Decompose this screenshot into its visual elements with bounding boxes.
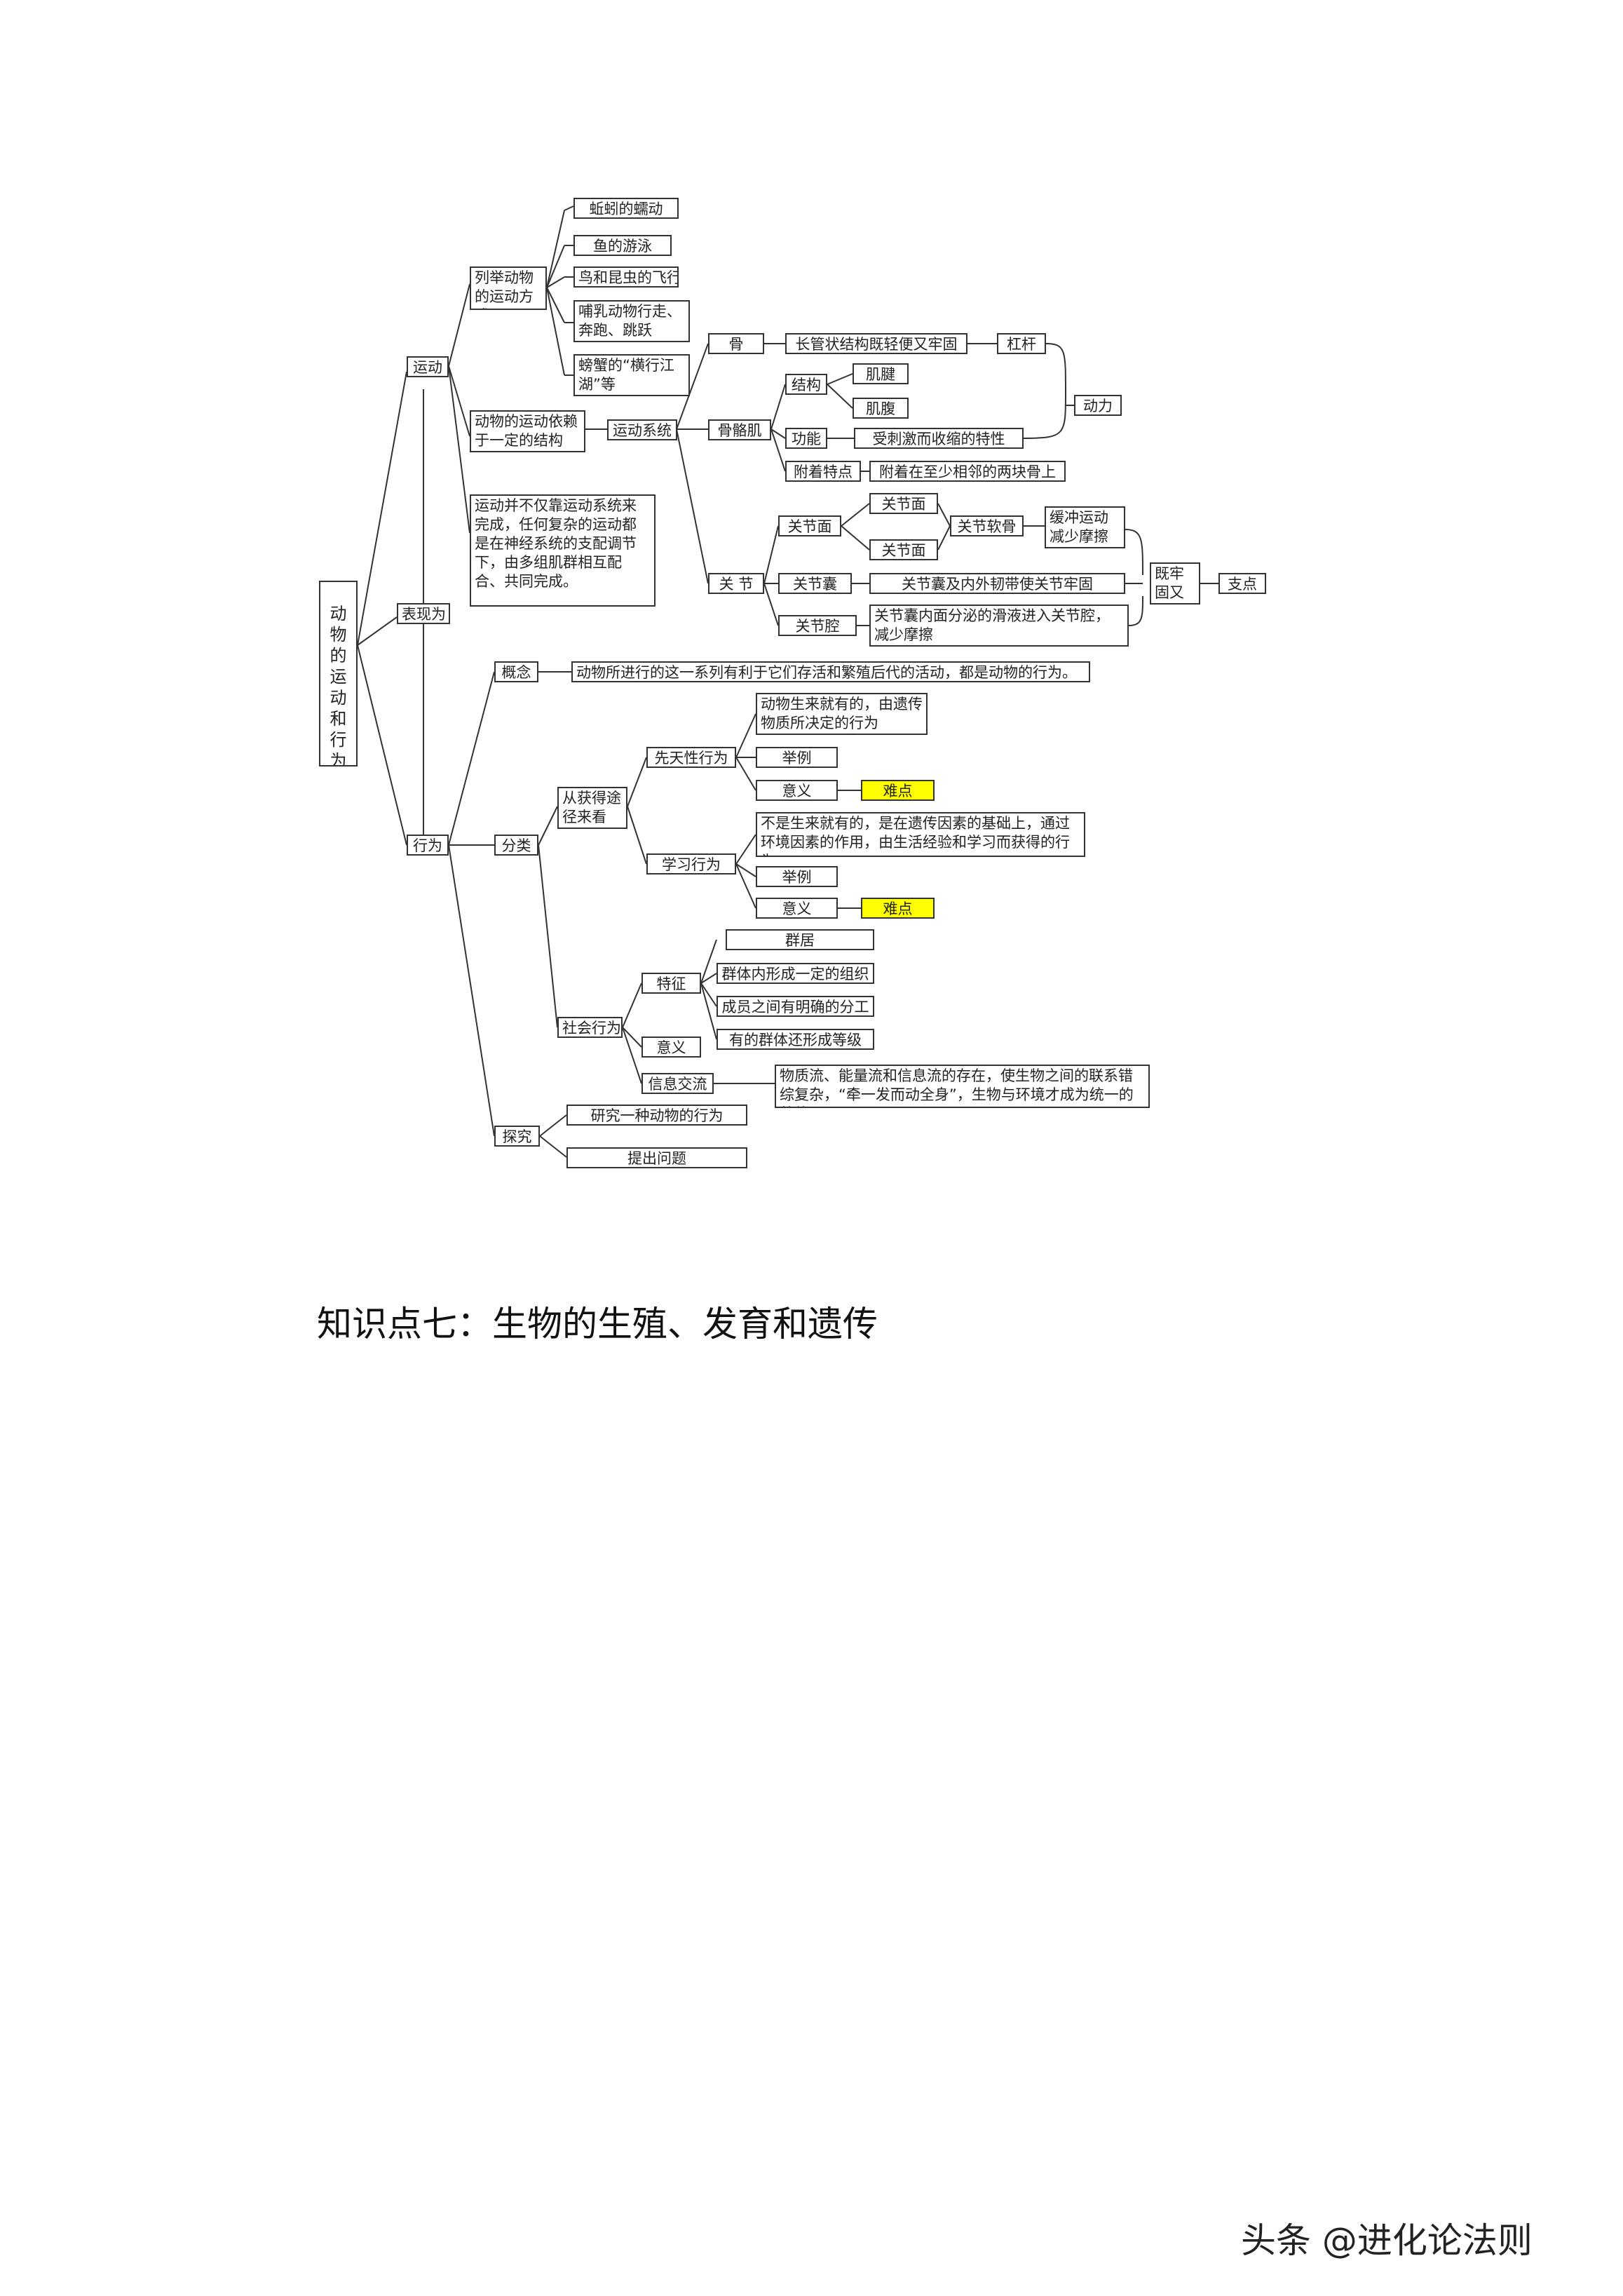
mode-item: 螃蟹的“横行江湖”等 [573, 354, 690, 396]
node-communication-desc: 物质流、能量流和信息流的存在，使生物之间的联系错综复杂，“牵一发而动全身”，生物… [775, 1065, 1150, 1108]
mode-item: 蚯蚓的蠕动 [573, 198, 679, 219]
node-cavity: 关节腔 [778, 615, 857, 636]
node-cushion: 缓冲运动减少摩擦 [1045, 506, 1125, 548]
node-bone: 骨 [708, 333, 764, 354]
node-explore: 探究 [494, 1126, 540, 1147]
node-cartilage: 关节软骨 [950, 515, 1024, 536]
node-list-modes: 列举动物的运动方式 [470, 266, 547, 310]
node-innate-difficulty: 难点 [861, 780, 935, 801]
node-organization: 群体内形成一定的组织 [717, 963, 874, 984]
node-concept: 概念 [494, 661, 538, 682]
node-innate: 先天性行为 [646, 747, 736, 768]
node-joint: 关 节 [708, 573, 764, 594]
mode-item: 鸟和昆虫的飞行 [573, 266, 679, 288]
node-learned-meaning: 意义 [756, 898, 838, 919]
node-depends: 动物的运动依赖于一定的结构 [470, 410, 585, 452]
node-learned-example: 举例 [756, 866, 838, 887]
node-joint-surface: 关节面 [778, 515, 841, 536]
node-cavity-desc: 关节囊内面分泌的滑液进入关节腔，减少摩擦 [869, 605, 1129, 647]
mode-item: 鱼的游泳 [573, 235, 672, 256]
node-power: 动力 [1074, 395, 1122, 416]
node-bone-desc: 长管状结构既轻便又牢固 [785, 333, 967, 354]
node-manifest: 表现为 [397, 603, 450, 624]
node-not-only: 运动并不仅靠运动系统来完成，任何复杂的运动都是在神经系统的支配调节下，由多组肌群… [470, 494, 656, 607]
node-tendon: 肌腱 [853, 363, 909, 384]
node-skeletal-muscle: 骨骼肌 [708, 419, 771, 440]
node-concept-desc: 动物所进行的这一系列有利于它们存活和繁殖后代的活动，都是动物的行为。 [571, 661, 1090, 682]
node-behavior: 行为 [407, 835, 449, 856]
node-by-origin: 从获得途径来看 [557, 787, 627, 829]
node-learned-desc: 不是生来就有的，是在遗传因素的基础上，通过环境因素的作用，由生活经验和学习而获得… [756, 812, 1085, 857]
node-motor-system: 运动系统 [607, 419, 677, 440]
node-innate-example: 举例 [756, 747, 838, 768]
node-innate-meaning: 意义 [756, 780, 838, 801]
node-division: 成员之间有明确的分工 [717, 996, 874, 1017]
mode-item: 哺乳动物行走、奔跑、跳跃 [573, 300, 690, 342]
node-group: 群居 [726, 929, 874, 950]
node-firm-flexible: 既牢固又灵活 [1150, 562, 1200, 605]
node-lever: 杠杆 [997, 333, 1046, 354]
connector-lines [357, 205, 1218, 1158]
node-capsule: 关节囊 [778, 573, 852, 594]
node-hierarchy: 有的群体还形成等级 [717, 1029, 874, 1050]
node-joint-socket: 关节面 [869, 539, 938, 560]
node-belly: 肌腹 [853, 398, 909, 419]
node-clipped: 提出问题 [566, 1147, 747, 1168]
section-heading: 知识点七：生物的生殖、发育和遗传 [317, 1304, 878, 1344]
root-node: 动物的运动和行为 [319, 581, 358, 767]
node-learned-difficulty: 难点 [861, 898, 935, 919]
node-capsule-desc: 关节囊及内外韧带使关节牢固 [869, 573, 1125, 594]
node-innate-desc: 动物生来就有的，由遗传物质所决定的行为 [756, 693, 928, 735]
node-fulcrum: 支点 [1218, 573, 1266, 594]
node-social: 社会行为 [557, 1017, 623, 1038]
node-function: 功能 [785, 428, 827, 449]
node-function-desc: 受刺激而收缩的特性 [854, 428, 1024, 449]
node-movement: 运动 [407, 356, 449, 377]
node-study-one: 研究一种动物的行为 [566, 1105, 747, 1126]
node-attach-desc: 附着在至少相邻的两块骨上 [869, 461, 1066, 482]
node-communication: 信息交流 [641, 1073, 714, 1094]
node-attach: 附着特点 [785, 461, 861, 482]
node-learned: 学习行为 [646, 853, 736, 874]
node-structure: 结构 [785, 374, 827, 395]
node-classify: 分类 [494, 835, 538, 856]
node-social-meaning: 意义 [641, 1036, 701, 1058]
watermark: 头条 @进化论法则 [1241, 2220, 1533, 2261]
node-joint-head: 关节面 [869, 493, 938, 514]
node-features: 特征 [641, 973, 701, 994]
